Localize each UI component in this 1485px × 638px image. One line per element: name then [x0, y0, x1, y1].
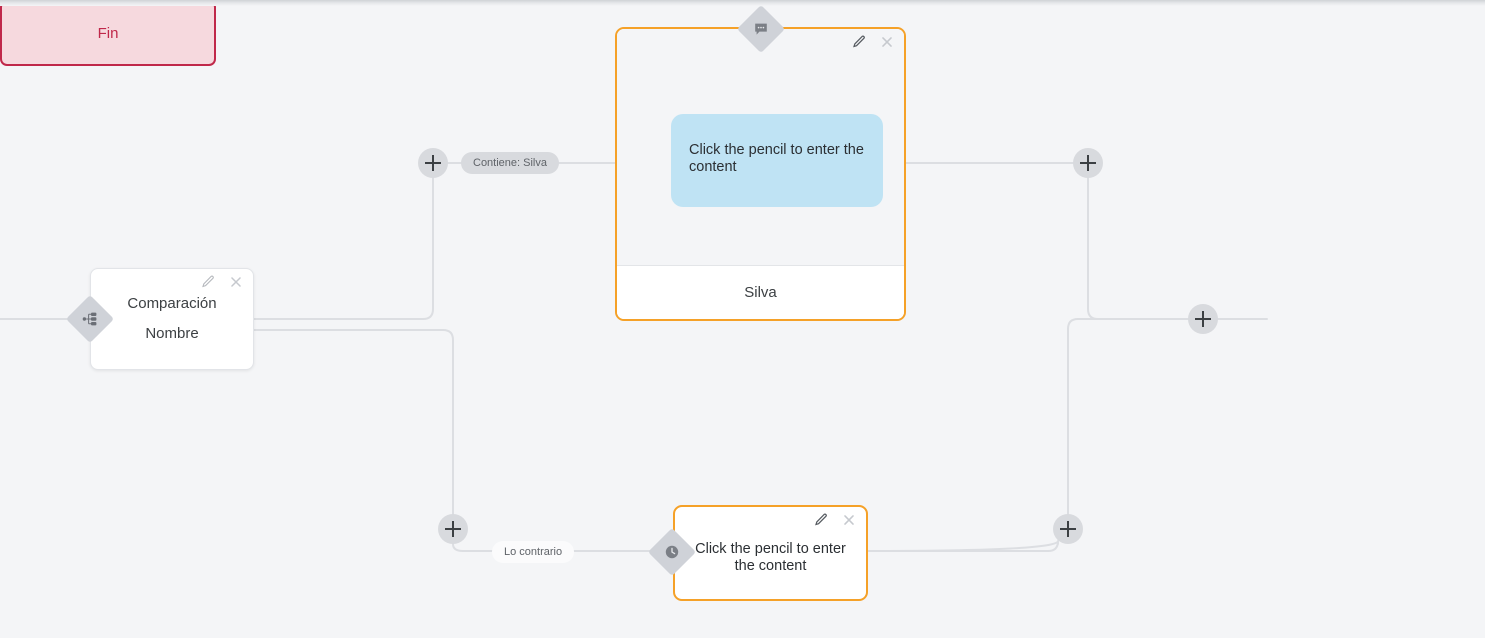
node-message-bottom-actions	[814, 513, 856, 527]
message-bottom-handle[interactable]	[647, 527, 697, 577]
node-message-top-footer: Silva	[617, 265, 904, 319]
edge-label-lo-contrario[interactable]: Lo contrario	[492, 541, 575, 563]
branch-icon	[82, 312, 97, 326]
message-icon	[755, 23, 767, 35]
node-comparacion-title: Comparación	[127, 295, 217, 312]
close-icon[interactable]	[229, 275, 243, 289]
header-edge-shadow	[0, 0, 1485, 6]
node-message-bottom-text: Click the pencil to enter the content	[695, 540, 846, 574]
add-node-bottom-left[interactable]	[438, 514, 468, 544]
edge-label-contiene-silva[interactable]: Contiene: Silva	[461, 152, 559, 174]
pencil-icon[interactable]	[852, 35, 866, 49]
edge-bottom-node-out-2	[867, 540, 1059, 552]
add-node-bottom-right[interactable]	[1053, 514, 1083, 544]
message-bubble[interactable]: Click the pencil to enter the content	[671, 114, 883, 207]
add-node-top-right[interactable]	[1073, 148, 1103, 178]
pencil-icon[interactable]	[201, 275, 215, 289]
clock-icon	[665, 545, 679, 559]
node-message-top[interactable]: Click the pencil to enter the content Si…	[615, 27, 906, 321]
edge-merge-upper	[1087, 177, 1189, 320]
close-icon[interactable]	[880, 35, 894, 49]
edge-merge-lower	[1067, 318, 1189, 515]
node-comparacion[interactable]: Comparación Nombre	[90, 268, 254, 370]
node-message-bottom[interactable]: Click the pencil to enter the content	[673, 505, 868, 601]
message-top-handle[interactable]	[736, 4, 786, 54]
edge-branch-false-right	[452, 543, 656, 552]
node-message-top-body: Click the pencil to enter the content	[617, 29, 904, 265]
pencil-icon[interactable]	[814, 513, 828, 527]
comparacion-handle[interactable]	[65, 294, 115, 344]
add-node-top-left[interactable]	[418, 148, 448, 178]
node-comparacion-actions	[201, 275, 243, 289]
node-fin-label: Fin	[97, 24, 119, 42]
close-icon[interactable]	[842, 513, 856, 527]
node-message-top-actions	[852, 35, 894, 49]
edge-bottom-node-out	[867, 540, 1059, 552]
edge-branch-true-up	[422, 177, 434, 320]
node-comparacion-subtitle: Nombre	[145, 324, 199, 342]
edge-branch-false-down	[253, 329, 454, 515]
add-node-before-fin[interactable]	[1188, 304, 1218, 334]
